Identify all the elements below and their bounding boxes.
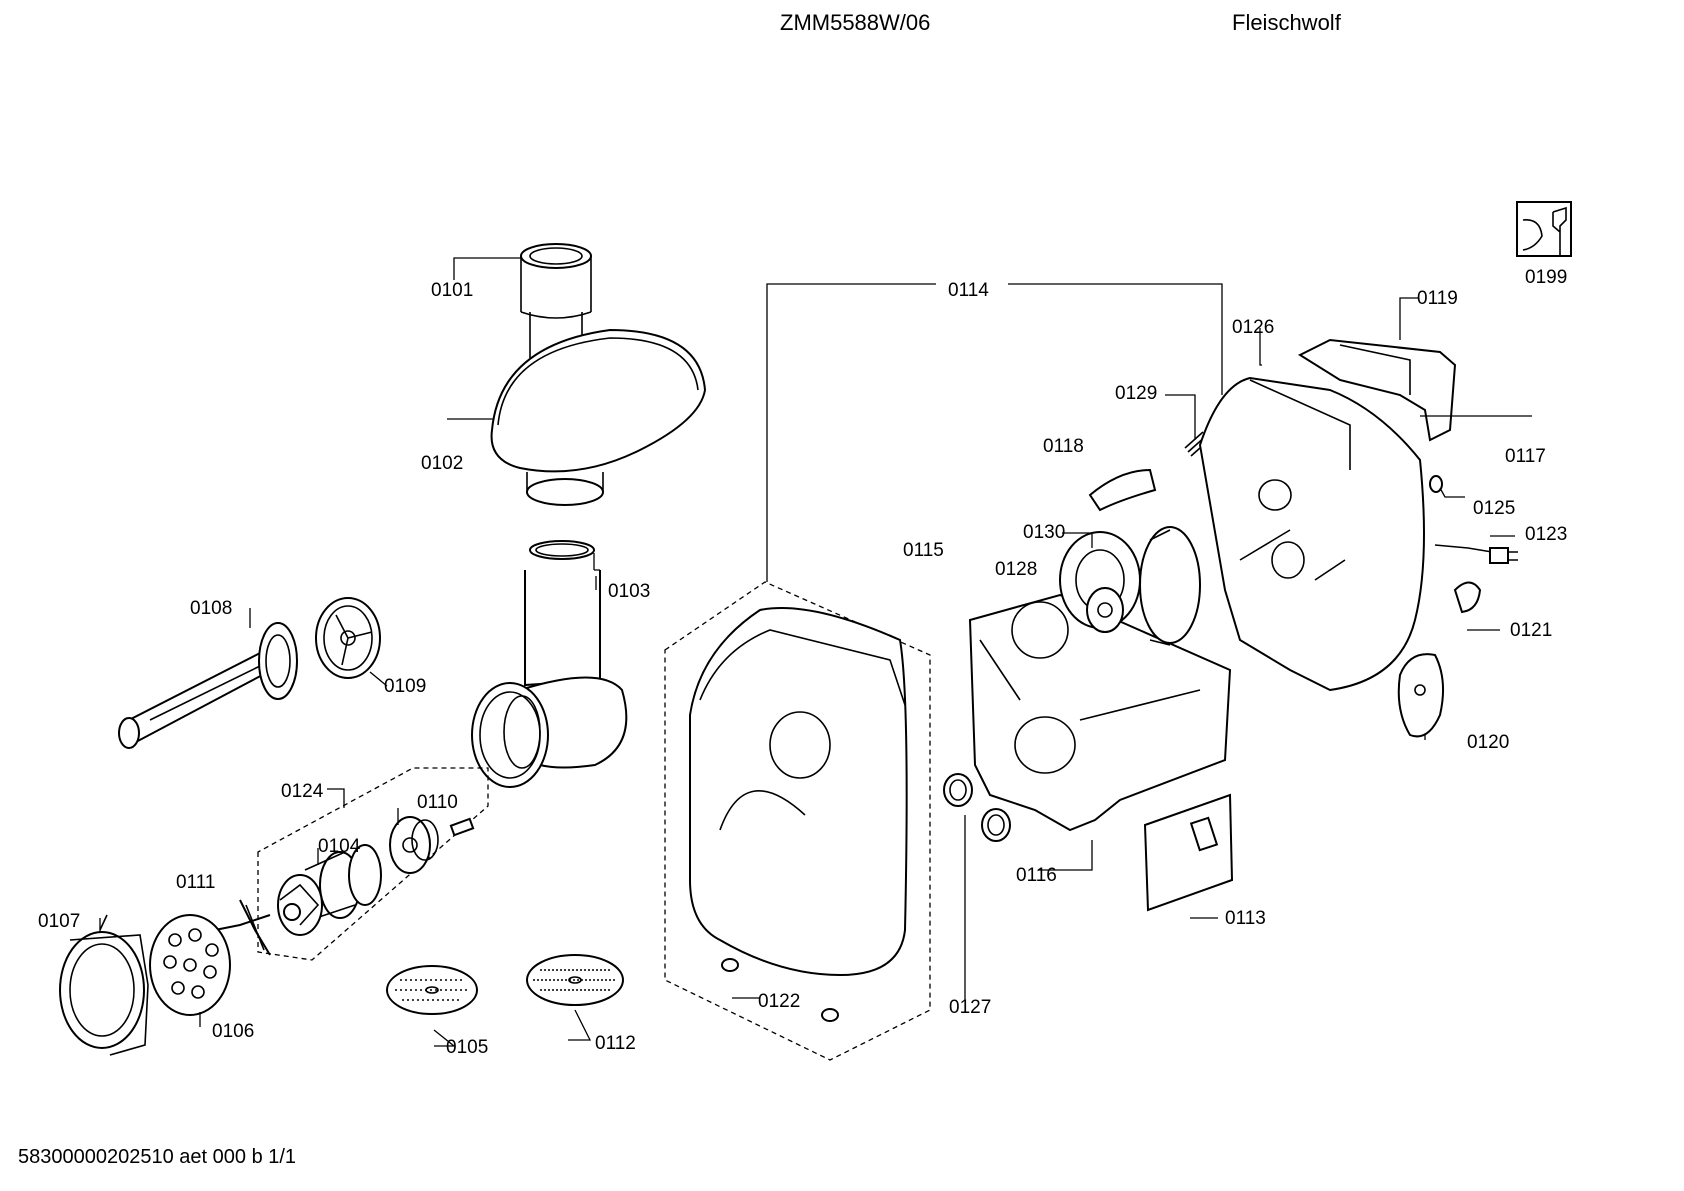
- leader-0114: [766, 283, 1223, 582]
- label-0107[interactable]: 0107: [38, 911, 80, 932]
- kit-0124-outline: [257, 767, 489, 961]
- label-0114[interactable]: 0114: [948, 280, 989, 301]
- label-0127[interactable]: 0127: [949, 997, 991, 1018]
- label-0115[interactable]: 0115: [903, 540, 944, 561]
- label-0101[interactable]: 0101: [431, 280, 473, 301]
- part-0128-gear[interactable]: [1086, 587, 1124, 633]
- part-0118-lever[interactable]: [1088, 468, 1157, 512]
- part-0126-motor-housing[interactable]: [1198, 376, 1425, 692]
- part-0102-tray[interactable]: [490, 328, 707, 506]
- part-0123-power-cord[interactable]: [1434, 544, 1518, 564]
- part-0103-seal-ring[interactable]: [529, 540, 595, 560]
- diagram-title: Fleischwolf: [1232, 10, 1341, 35]
- label-0102[interactable]: 0102: [421, 453, 463, 474]
- label-0108[interactable]: 0108: [190, 598, 232, 619]
- label-0121[interactable]: 0121: [1510, 620, 1552, 641]
- wrench-icon: [1516, 201, 1572, 257]
- label-0119[interactable]: 0119: [1417, 288, 1458, 309]
- label-0105[interactable]: 0105: [446, 1037, 488, 1058]
- part-0106-coarse-disc[interactable]: [149, 914, 231, 1016]
- label-0103[interactable]: 0103: [608, 581, 650, 602]
- worm-housing[interactable]: [471, 570, 628, 788]
- label-0117[interactable]: 0117: [1505, 446, 1546, 467]
- label-0128[interactable]: 0128: [995, 559, 1037, 580]
- part-0125-button[interactable]: [1429, 475, 1443, 493]
- label-0104[interactable]: 0104: [318, 836, 361, 857]
- part-0104-worm-shaft[interactable]: [277, 844, 382, 936]
- label-0113[interactable]: 0113: [1225, 908, 1266, 929]
- part-0112-medium-disc[interactable]: [526, 954, 624, 1006]
- part-0122-foot[interactable]: [721, 958, 839, 1022]
- model-number: ZMM5588W/06: [780, 10, 931, 35]
- label-0130[interactable]: 0130: [1023, 522, 1065, 543]
- part-0108-sausage-nozzle[interactable]: [118, 622, 298, 749]
- part-0109-spacer-disc[interactable]: [315, 597, 381, 679]
- label-0109[interactable]: 0109: [384, 676, 426, 697]
- label-0123[interactable]: 0123: [1525, 524, 1567, 545]
- label-0125[interactable]: 0125: [1473, 498, 1515, 519]
- document-id: 58300000202510 aet 000 b 1/1: [18, 1146, 297, 1168]
- part-0116-gearbox-housing[interactable]: [968, 593, 1232, 832]
- part-0115-housing-cover[interactable]: [664, 581, 931, 1061]
- part-0120-cover-plate[interactable]: [1397, 653, 1445, 738]
- part-0113-switch-board[interactable]: [1143, 793, 1234, 912]
- label-0106[interactable]: 0106: [212, 1021, 254, 1042]
- part-0111-cross-blade[interactable]: [214, 899, 271, 956]
- part-0105-fine-disc[interactable]: [386, 965, 478, 1015]
- label-0122[interactable]: 0122: [758, 991, 800, 1012]
- label-0118[interactable]: 0118: [1043, 436, 1084, 457]
- label-0116[interactable]: 0116: [1016, 865, 1057, 886]
- part-labels: 0101 0102 0103 0104 0105 0106 0107 0108 …: [38, 267, 1567, 1058]
- label-0120[interactable]: 0120: [1467, 732, 1509, 753]
- leader-lines: [99, 257, 1532, 1047]
- part-0127-bearing[interactable]: [943, 773, 1011, 842]
- label-0124[interactable]: 0124: [281, 781, 324, 802]
- label-0112[interactable]: 0112: [595, 1033, 636, 1054]
- label-0199[interactable]: 0199: [1525, 267, 1567, 288]
- label-0111[interactable]: 0111: [176, 872, 215, 893]
- label-0110[interactable]: 0110: [417, 792, 458, 813]
- label-0126[interactable]: 0126: [1232, 317, 1274, 338]
- part-0121-clip[interactable]: [1453, 581, 1482, 614]
- label-0129[interactable]: 0129: [1115, 383, 1157, 404]
- part-0119-handle[interactable]: [1297, 338, 1457, 442]
- part-0107-ring-nut[interactable]: [59, 914, 149, 1056]
- part-0110-gear[interactable]: [389, 816, 475, 874]
